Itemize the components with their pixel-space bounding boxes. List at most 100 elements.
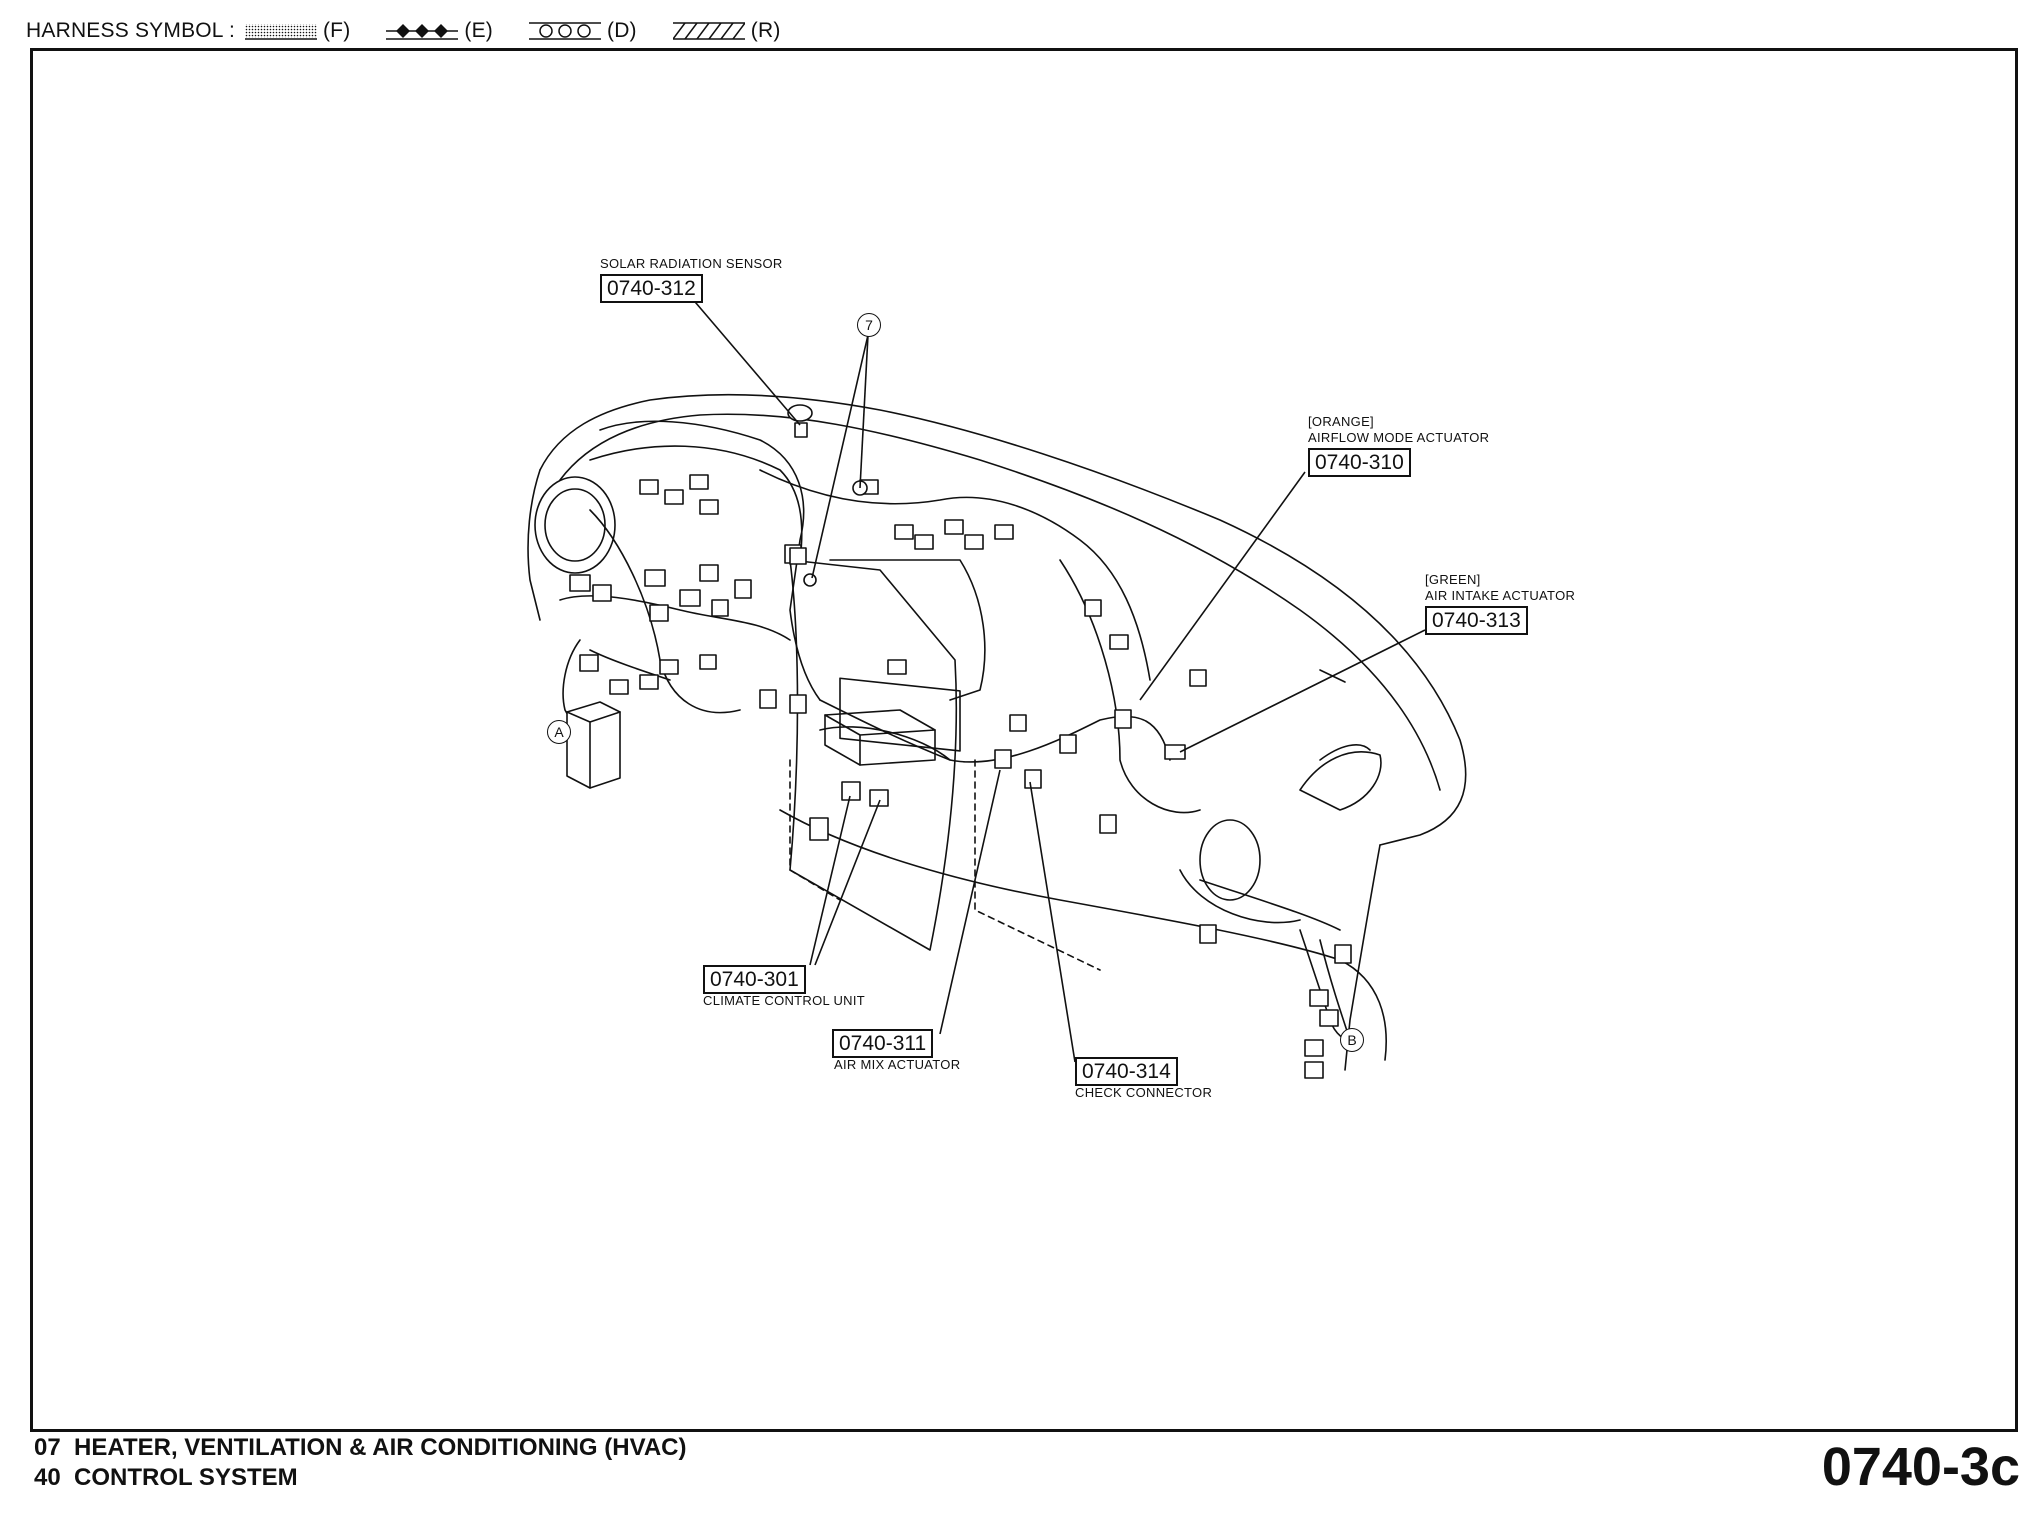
marker-b: B bbox=[1340, 1028, 1364, 1052]
subsection-title: CONTROL SYSTEM bbox=[74, 1464, 298, 1491]
connector bbox=[639, 674, 659, 690]
ground-eyelet bbox=[803, 573, 817, 587]
connector bbox=[689, 474, 709, 490]
section-footer: 07 HEATER, VENTILATION & AIR CONDITIONIN… bbox=[34, 1433, 686, 1493]
legend-prefix: HARNESS SYMBOL : bbox=[26, 19, 235, 42]
connector bbox=[1334, 944, 1352, 964]
climate-unit-label: CLIMATE CONTROL UNIT bbox=[703, 993, 866, 1008]
marker-a: A bbox=[547, 720, 571, 744]
right-vent bbox=[1299, 751, 1382, 811]
dashboard-lower-edge bbox=[779, 809, 1387, 1061]
connector bbox=[579, 654, 599, 672]
connector bbox=[894, 524, 914, 540]
left-vent bbox=[534, 476, 616, 574]
section-title: HEATER, VENTILATION & AIR CONDITIONING (… bbox=[74, 1434, 687, 1461]
connector bbox=[699, 564, 719, 582]
connector bbox=[809, 817, 829, 841]
connector bbox=[1199, 924, 1217, 944]
connector bbox=[759, 689, 777, 709]
air-mix-code: 0740-311 bbox=[832, 1029, 934, 1058]
intake-color-note: [GREEN] bbox=[1425, 572, 1481, 587]
diagram-frame bbox=[30, 48, 2018, 1432]
connector bbox=[679, 589, 701, 607]
connector bbox=[964, 534, 984, 550]
center-display bbox=[839, 677, 961, 752]
dashboard-upper-edge bbox=[559, 413, 1441, 791]
dotted-harness-symbol bbox=[244, 24, 317, 40]
connector bbox=[569, 574, 591, 592]
connector bbox=[1109, 634, 1129, 650]
connector bbox=[649, 604, 669, 622]
connector bbox=[592, 584, 612, 602]
diamond-harness-symbol bbox=[386, 24, 459, 40]
intake-actuator-label: AIR INTAKE ACTUATOR bbox=[1425, 588, 1576, 603]
connector bbox=[994, 524, 1014, 540]
leader-airmix bbox=[939, 769, 1001, 1035]
connector bbox=[734, 579, 752, 599]
connector bbox=[699, 499, 719, 515]
climate-unit-code: 0740-301 bbox=[703, 965, 806, 994]
leader-ground-2 bbox=[859, 334, 869, 489]
connector bbox=[1304, 1061, 1324, 1079]
connector bbox=[1009, 714, 1027, 732]
connector bbox=[699, 654, 717, 670]
solar-sensor-label: SOLAR RADIATION SENSOR bbox=[600, 256, 783, 271]
leader-climate-1 bbox=[809, 795, 851, 966]
connector bbox=[869, 789, 889, 807]
connector bbox=[1189, 669, 1207, 687]
connector bbox=[1059, 734, 1077, 754]
harness-legend: HARNESS SYMBOL : (F) (E) (D) (R) bbox=[26, 14, 807, 48]
air-mix-label: AIR MIX ACTUATOR bbox=[834, 1057, 961, 1072]
connector bbox=[664, 489, 684, 505]
module-box-a bbox=[566, 701, 621, 789]
legend-code-e: (E) bbox=[464, 19, 493, 42]
hatched-harness-symbol bbox=[672, 22, 745, 40]
connector bbox=[1304, 1039, 1324, 1057]
airflow-actuator-code: 0740-310 bbox=[1308, 448, 1411, 477]
center-console bbox=[789, 559, 958, 951]
leader-solar bbox=[689, 295, 801, 426]
connector bbox=[1309, 989, 1329, 1007]
page-number: 0740-3c bbox=[1821, 1437, 2020, 1497]
section-number: 07 bbox=[34, 1434, 61, 1461]
main-harness bbox=[599, 420, 821, 701]
connector bbox=[644, 569, 666, 587]
dashboard-left-end bbox=[527, 469, 541, 621]
leader-check bbox=[1029, 781, 1076, 1063]
legend-code-f: (F) bbox=[322, 19, 351, 42]
airflow-color-note: [ORANGE] bbox=[1308, 414, 1374, 429]
connector bbox=[1114, 709, 1132, 729]
connector bbox=[1164, 744, 1186, 760]
dashboard-right-end bbox=[1344, 844, 1381, 1071]
leader-climate-2 bbox=[814, 799, 881, 966]
connector bbox=[914, 534, 934, 550]
circle-harness-symbol bbox=[529, 22, 601, 40]
solar-sensor-dome bbox=[787, 404, 813, 422]
airflow-actuator-label: AIRFLOW MODE ACTUATOR bbox=[1308, 430, 1490, 445]
check-connector-code: 0740-314 bbox=[1075, 1057, 1178, 1086]
connector bbox=[659, 659, 679, 675]
connector bbox=[639, 479, 659, 495]
leader-intake bbox=[1179, 629, 1426, 753]
connector bbox=[887, 659, 907, 675]
connector bbox=[1084, 599, 1102, 617]
legend-code-r: (R) bbox=[750, 19, 781, 42]
check-connector-label: CHECK CONNECTOR bbox=[1075, 1085, 1213, 1100]
connector bbox=[1319, 1009, 1339, 1027]
legend-code-d: (D) bbox=[607, 19, 637, 42]
connector bbox=[841, 781, 861, 801]
connector bbox=[1024, 769, 1042, 789]
dashboard-top-edge bbox=[539, 394, 1467, 846]
connector bbox=[994, 749, 1012, 769]
ground-marker-7: 7 bbox=[857, 313, 881, 337]
connector bbox=[711, 599, 729, 617]
connector bbox=[1099, 814, 1117, 834]
connector bbox=[609, 679, 629, 695]
subsection-number: 40 bbox=[34, 1464, 61, 1491]
climate-unit-box bbox=[824, 709, 936, 766]
intake-actuator-code: 0740-313 bbox=[1425, 606, 1528, 635]
lower-right-panel bbox=[1199, 879, 1341, 931]
connector bbox=[789, 547, 807, 565]
solar-sensor-code: 0740-312 bbox=[600, 274, 703, 303]
leader-airflow bbox=[1139, 471, 1306, 701]
